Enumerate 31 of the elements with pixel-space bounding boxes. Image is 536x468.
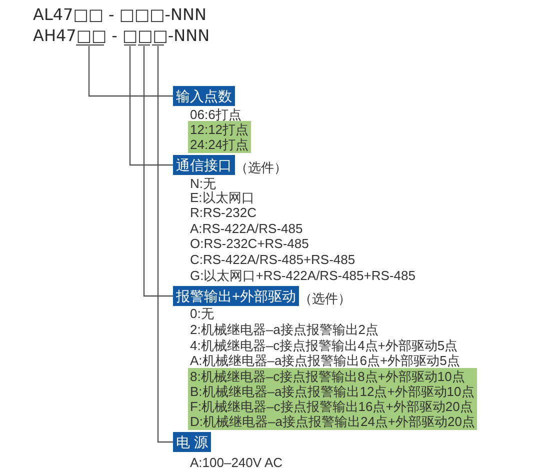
option-text: D:机械继电器–a接点报警输出24点+外部驱动20点 [190,414,475,429]
option-text: O:RS-232C+RS-485 [190,236,309,251]
option-note: （选件） [235,160,287,175]
option-text: B:机械继电器–a接点报警输出12点+外部驱动10点 [190,384,475,399]
connector-line [157,46,173,443]
option-text: A:RS-422A/RS-485 [190,221,303,236]
section-header: 通信接口 [173,155,235,175]
section-header: 电 源 [173,432,211,452]
option-text: A:100–240V AC [190,455,283,468]
connector-line [129,46,173,166]
option-text: E:以太网口 [190,190,254,205]
connector-line [88,46,173,97]
option-text: N:无 [190,176,216,191]
option-text: 12:12打点 [190,122,249,137]
option-text: 4:机械继电器–c接点报警输出4点+外部驱动5点 [190,338,458,353]
option-text: F:机械继电器–c接点报警输出16点+外部驱动20点 [190,399,474,414]
section-header: 报警输出+外部驱动 [173,286,300,306]
option-text: 0:无 [190,306,214,321]
option-text: R:RS-232C [190,205,256,220]
option-text: 06:6打点 [190,107,242,122]
section-header: 输入点数 [173,86,235,106]
highlight-band [188,121,251,153]
option-text: 8:机械继电器–c接点报警输出8点+外部驱动10点 [190,369,466,384]
option-note: （选件） [299,291,352,306]
option-text: C:RS-422A/RS-485+RS-485 [190,252,356,267]
model-code: AH47□□ - □□□-NNN [33,26,210,46]
highlight-band [188,368,477,430]
option-text: 24:24打点 [190,137,249,152]
model-code: AL47□□ - □□□-NNN [33,5,206,25]
option-text: 2:机械继电器–a接点报警输出2点 [190,322,379,337]
connector-line [143,46,173,297]
